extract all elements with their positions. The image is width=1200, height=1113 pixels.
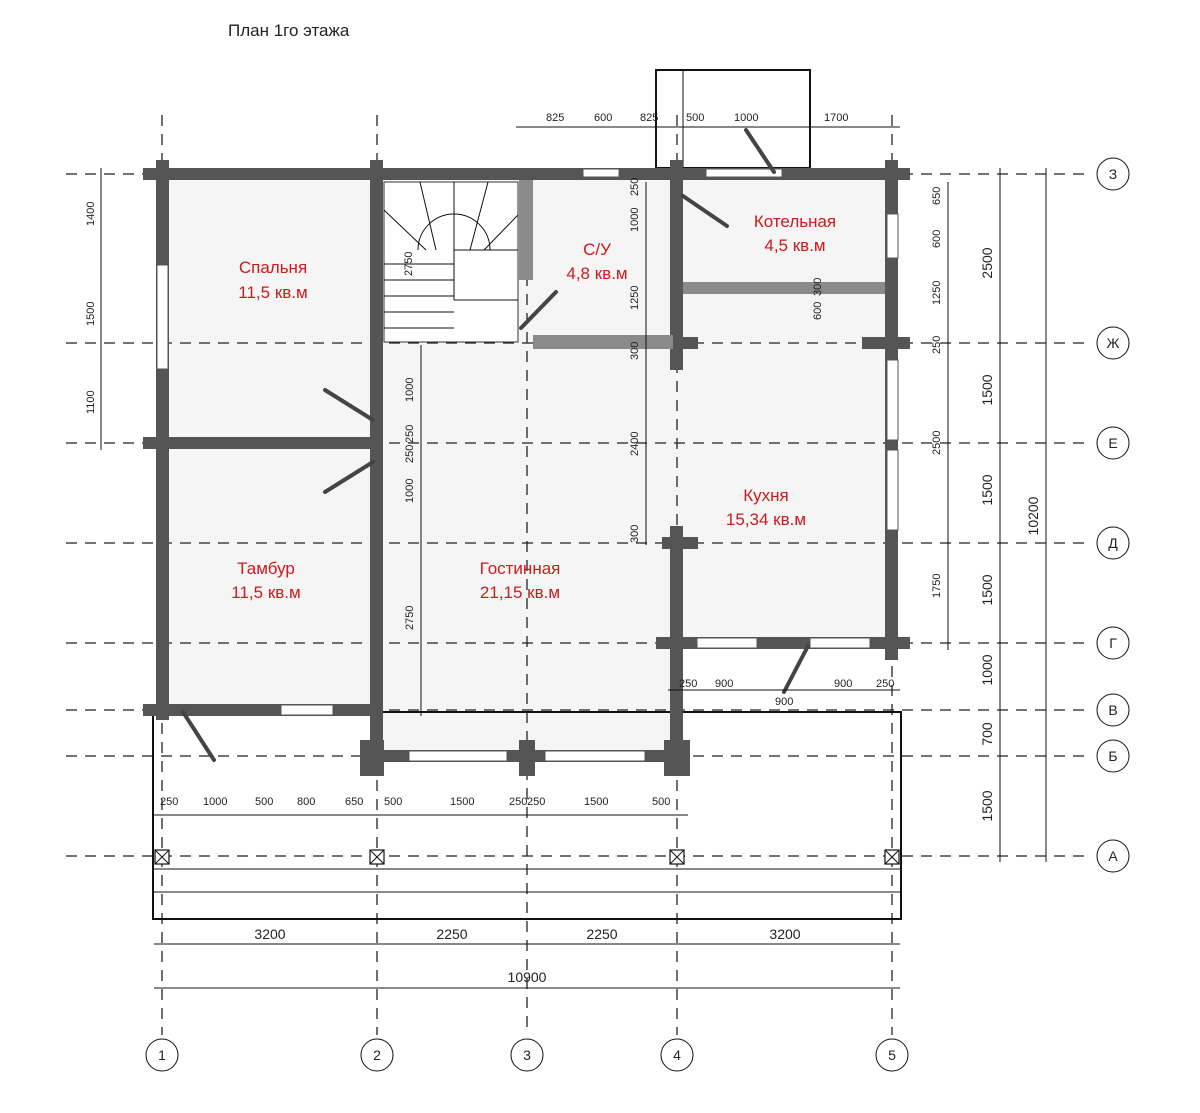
dim-right-inner: 1250 — [931, 281, 943, 305]
dim-kitchen-bottom: 250 — [876, 678, 894, 690]
dim-porch: 250 — [160, 796, 178, 808]
axis-row-label: Ж — [1107, 335, 1120, 351]
doors — [181, 128, 810, 762]
axis-row-label: Е — [1108, 435, 1117, 451]
room-area: 4,5 кв.м — [764, 236, 825, 255]
dim-corridor: 250 — [404, 425, 416, 443]
dim-left: 1500 — [85, 302, 97, 326]
dim-porch: 650 — [345, 796, 363, 808]
dim-right-outer: 1500 — [979, 790, 995, 821]
axis-row-label: А — [1108, 848, 1118, 864]
dim-bottom-span: 2250 — [436, 926, 467, 942]
axis-column-label: 5 — [888, 1047, 896, 1063]
windows — [156, 168, 899, 762]
dim-porch: 500 — [652, 796, 670, 808]
dim-mid: 1000 — [629, 208, 641, 232]
dim-boiler: 600 — [812, 302, 824, 320]
dim-porch: 500 — [255, 796, 273, 808]
dim-right-outer: 1500 — [979, 374, 995, 405]
dim-left: 1400 — [85, 202, 97, 226]
walls — [143, 160, 910, 776]
dim-porch: 250 — [527, 796, 545, 808]
room-area: 21,15 кв.м — [480, 583, 560, 602]
dim-right-outer: 700 — [979, 722, 995, 746]
axis-column-label: 2 — [373, 1047, 381, 1063]
dim-boiler: 300 — [812, 278, 824, 296]
dim-mid: 250 — [629, 178, 641, 196]
boiler-annex — [655, 69, 811, 169]
dim-bottom-span: 3200 — [254, 926, 285, 942]
dim-left: 1100 — [85, 390, 97, 414]
axis-row-label: Б — [1108, 748, 1117, 764]
room-name: С/У — [583, 240, 611, 259]
dim-right-inner: 250 — [931, 336, 943, 354]
axis-column-label: 4 — [673, 1047, 681, 1063]
room-area: 4,8 кв.м — [566, 264, 627, 283]
dim-kitchen-bottom: 900 — [775, 696, 793, 708]
dim-mid: 1250 — [629, 286, 641, 310]
room-area: 15,34 кв.м — [726, 510, 806, 529]
room-area: 11,5 кв.м — [231, 583, 300, 602]
dim-right-inner: 600 — [931, 230, 943, 248]
dim-kitchen-bottom: 900 — [715, 678, 733, 690]
room-name: Котельная — [754, 212, 836, 231]
axis-row-label: В — [1108, 702, 1117, 718]
dim-right-total: 10200 — [1025, 496, 1041, 535]
axis-bubbles — [145, 157, 1130, 1072]
dim-right-inner: 1750 — [931, 574, 943, 598]
dim-corridor: 2750 — [404, 606, 416, 630]
dim-porch: 1500 — [584, 796, 608, 808]
dim-bottom-total: 10900 — [508, 969, 547, 985]
terrace-outline — [152, 711, 902, 920]
dim-corridor: 1000 — [404, 479, 416, 503]
dim-stair: 2750 — [403, 252, 415, 276]
axis-row-label: Д — [1108, 535, 1118, 551]
dim-porch: 1500 — [450, 796, 474, 808]
dimension-lines — [100, 126, 1047, 989]
dim-porch: 800 — [297, 796, 315, 808]
dim-porch: 500 — [384, 796, 402, 808]
staircase — [383, 181, 519, 343]
room-area: 11,5 кв.м — [238, 283, 307, 302]
dim-corridor: 250 — [404, 445, 416, 463]
dim-top: 1700 — [824, 112, 848, 124]
dim-right-inner: 2500 — [931, 431, 943, 455]
dim-right-outer: 2500 — [979, 247, 995, 278]
room-labels: Спальня 11,5 кв.м Тамбур 11,5 кв.м С/У 4… — [231, 212, 836, 602]
porch-posts — [154, 849, 900, 865]
dim-porch: 1000 — [203, 796, 227, 808]
dim-corridor: 1000 — [404, 378, 416, 402]
dim-kitchen-bottom: 250 — [679, 678, 697, 690]
axis-column-label: 1 — [158, 1047, 166, 1063]
dim-bottom-span: 2250 — [586, 926, 617, 942]
dim-mid: 300 — [629, 525, 641, 543]
dim-kitchen-bottom: 900 — [834, 678, 852, 690]
axis-column-label: 3 — [523, 1047, 531, 1063]
dim-right-outer: 1500 — [979, 474, 995, 505]
dim-top: 600 — [594, 112, 612, 124]
room-name: Гостинная — [480, 559, 561, 578]
dimension-texts: 825 600 825 500 1000 1700 1400 1500 1100… — [85, 112, 1041, 985]
dim-right-inner: 650 — [931, 187, 943, 205]
plan-title: План 1го этажа — [228, 21, 350, 40]
dim-top: 500 — [686, 112, 704, 124]
dim-porch: 250 — [509, 796, 527, 808]
dim-right-outer: 1000 — [979, 654, 995, 685]
axis-labels: З Ж Е Д Г В Б А 1 2 3 4 5 — [158, 166, 1119, 1063]
dim-bottom-span: 3200 — [769, 926, 800, 942]
axis-row-label: Г — [1109, 635, 1117, 651]
dim-top: 825 — [640, 112, 658, 124]
dim-top: 1000 — [734, 112, 758, 124]
axis-row-label: З — [1109, 166, 1117, 182]
room-name: Кухня — [743, 486, 789, 505]
dim-right-outer: 1500 — [979, 574, 995, 605]
dim-mid: 2400 — [629, 432, 641, 456]
room-name: Спальня — [239, 258, 307, 277]
room-name: Тамбур — [237, 559, 295, 578]
dim-mid: 300 — [629, 342, 641, 360]
dim-top: 825 — [546, 112, 564, 124]
